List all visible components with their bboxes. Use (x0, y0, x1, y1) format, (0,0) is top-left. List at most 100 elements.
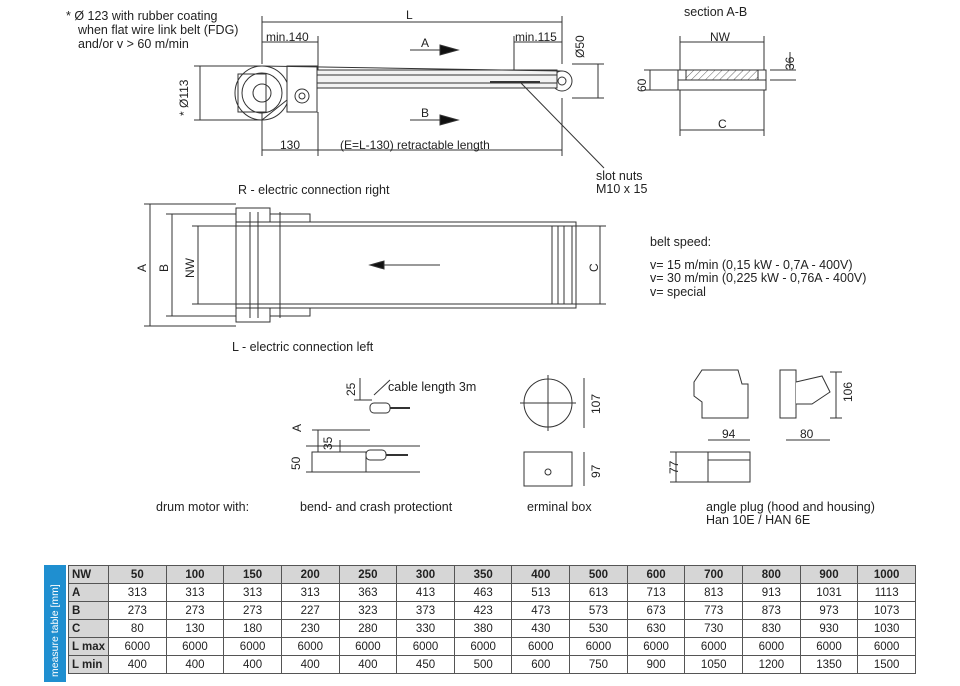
table-header-cell: 900 (799, 565, 859, 584)
table-header-cell: 800 (742, 565, 801, 584)
table-header-cell: 500 (569, 565, 628, 584)
table-cell: 1030 (857, 619, 916, 638)
table-cell: 180 (223, 619, 282, 638)
table-cell: 363 (338, 583, 398, 602)
table-cell: 1200 (742, 655, 801, 674)
table-cell: 423 (453, 601, 513, 620)
table-cell: 573 (569, 601, 628, 620)
plan-view (144, 203, 606, 327)
dim-97: 97 (589, 464, 603, 478)
side-view (194, 16, 605, 169)
table-row-label: B (68, 601, 109, 620)
table-cell: 750 (569, 655, 628, 674)
table-cell: 930 (799, 619, 859, 638)
connection-left: L - electric connection left (232, 340, 374, 354)
table-cell: 273 (223, 601, 282, 620)
dim-min140: min.140 (266, 30, 309, 44)
table-cell: 6000 (396, 637, 455, 656)
dim-60: 60 (635, 78, 649, 92)
drum-note-line2: when flat wire link belt (FDG) (78, 23, 239, 37)
table-header-cell: 200 (280, 565, 340, 584)
belt-speed-3: v= special (650, 285, 706, 299)
table-cell: 380 (453, 619, 513, 638)
drum-note-line1: * Ø 123 with rubber coating (66, 9, 218, 23)
table-cell: 330 (396, 619, 455, 638)
caption-angle-plug-1: angle plug (hood and housing) (706, 500, 875, 514)
section-label-a: A (421, 36, 430, 50)
table-cell: 400 (108, 655, 167, 674)
caption-terminal-box: erminal box (527, 500, 592, 514)
table-cell: 730 (684, 619, 744, 638)
dim-a-small: A (290, 423, 304, 432)
dim-d113: * Ø113 (177, 79, 191, 116)
table-header-cell: 150 (223, 565, 282, 584)
dim-plan-c: C (587, 263, 601, 272)
angle-plug-view (670, 369, 842, 483)
belt-speed-1: v= 15 m/min (0,15 kW - 0,7A - 400V) (650, 258, 853, 272)
table-cell: 227 (280, 601, 340, 620)
table-cell: 1073 (857, 601, 916, 620)
table-header-cell: 600 (626, 565, 686, 584)
slot-nuts-line1: slot nuts (596, 169, 643, 183)
section-label-b: B (421, 106, 430, 120)
table-row-label: C (68, 619, 109, 638)
table-cell: 1050 (684, 655, 744, 674)
table-header-cell: 400 (511, 565, 571, 584)
caption-bend-protection: bend- and crash protectiont (300, 500, 453, 514)
table-cell: 6000 (742, 637, 801, 656)
table-cell: 1500 (857, 655, 916, 674)
table-cell: 773 (684, 601, 744, 620)
table-cell: 323 (338, 601, 398, 620)
table-cell: 400 (165, 655, 225, 674)
table-cell: 830 (742, 619, 801, 638)
measure-table-side-label: measure table [mm] (44, 565, 66, 682)
table-cell: 900 (626, 655, 686, 674)
table-cell: 673 (626, 601, 686, 620)
table-cell: 430 (511, 619, 571, 638)
table-cell: 6000 (857, 637, 916, 656)
table-header-cell: 100 (165, 565, 225, 584)
dim-35: 35 (321, 436, 335, 450)
table-cell: 313 (108, 583, 167, 602)
table-cell: 6000 (453, 637, 513, 656)
table-cell: 6000 (165, 637, 225, 656)
table-cell: 400 (280, 655, 340, 674)
table-cell: 6000 (223, 637, 282, 656)
caption-angle-plug-2: Han 10E / HAN 6E (706, 513, 811, 527)
table-header-cell: 300 (396, 565, 455, 584)
table-cell: 6000 (108, 637, 167, 656)
cable-length: cable length 3m (388, 380, 477, 394)
slot-nuts-line2: M10 x 15 (596, 182, 648, 196)
table-header-cell: 1000 (857, 565, 916, 584)
dim-plan-nw: NW (183, 258, 197, 278)
dim-36: 36 (783, 56, 797, 70)
table-cell: 530 (569, 619, 628, 638)
dim-L: L (406, 8, 413, 22)
table-cell: 280 (338, 619, 398, 638)
table-cell: 500 (453, 655, 513, 674)
table-cell: 6000 (280, 637, 340, 656)
dim-plan-b: B (157, 263, 171, 272)
terminal-box-view (520, 375, 585, 487)
table-header-cell: 50 (108, 565, 167, 584)
table-cell: 1113 (857, 583, 916, 602)
drum-note-line3: and/or v > 60 m/min (78, 37, 189, 51)
table-cell: 1350 (799, 655, 859, 674)
dim-retractable: (E=L-130) retractable length (340, 138, 490, 152)
table-cell: 6000 (569, 637, 628, 656)
table-cell: 513 (511, 583, 571, 602)
table-cell: 450 (396, 655, 455, 674)
table-cell: 373 (396, 601, 455, 620)
table-cell: 230 (280, 619, 340, 638)
table-cell: 313 (280, 583, 340, 602)
table-cell: 6000 (626, 637, 686, 656)
dim-min115: min.115 (515, 30, 557, 44)
table-cell: 6000 (511, 637, 571, 656)
